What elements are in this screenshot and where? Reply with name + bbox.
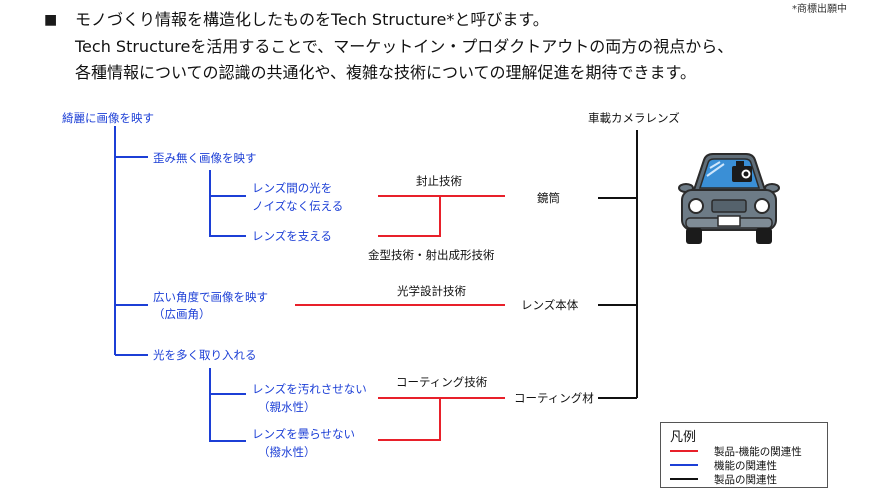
function-no-dirt-2: （親水性） — [258, 400, 316, 414]
function-support-lens: レンズを支える — [252, 229, 332, 243]
legend-item-label: 機能の関連性 — [714, 460, 777, 472]
function-no-distortion: 歪み無く画像を映す — [153, 151, 257, 165]
function-take-light: 光を多く取り入れる — [153, 348, 257, 362]
tech-sealing: 封止技術 — [416, 174, 462, 188]
tech-coating: コーティング技術 — [396, 375, 488, 389]
legend-swatch-black — [670, 478, 698, 480]
legend: 凡例 製品-機能の関連性 機能の関連性 製品の関連性 — [660, 422, 828, 488]
intro-line-2: Tech Structureを活用することで、マーケットイン・プロダクトアウトの… — [75, 37, 734, 56]
function-no-dirt-1: レンズを汚れさせない — [252, 382, 367, 396]
car-with-camera-icon — [678, 153, 780, 244]
legend-swatch-red — [670, 450, 698, 452]
legend-item-function: 機能の関連性 — [670, 458, 820, 472]
product-hierarchy-lines — [598, 130, 638, 399]
legend-item-product: 製品の関連性 — [670, 472, 820, 486]
function-no-fog-1: レンズを曇らせない — [252, 427, 356, 441]
function-root: 綺麗に画像を映す — [62, 111, 154, 125]
function-wide-angle-2: （広画角） — [153, 307, 211, 321]
tech-mold-injection: 金型技術・射出成形技術 — [368, 248, 495, 262]
function-transmit-light-1: レンズ間の光を — [252, 181, 333, 195]
product-lens-body: レンズ本体 — [521, 298, 579, 312]
trademark-note: *商標出願中 — [792, 4, 847, 15]
function-hierarchy-lines — [114, 126, 246, 442]
function-transmit-light-2: ノイズなく伝える — [252, 199, 344, 213]
intro-line-3: 各種情報についての認識の共通化や、複雑な技術についての理解促進を期待できます。 — [75, 63, 696, 82]
legend-item-label: 製品の関連性 — [714, 474, 777, 486]
intro-line-1: モノづくり情報を構造化したものをTech Structure*と呼びます。 — [75, 10, 549, 29]
legend-title: 凡例 — [670, 430, 697, 445]
product-barrel: 鏡筒 — [537, 191, 560, 205]
product-function-lines — [295, 195, 505, 441]
function-wide-angle-1: 広い角度で画像を映す — [153, 290, 268, 304]
legend-swatch-blue — [670, 464, 698, 466]
tech-optical-design: 光学設計技術 — [397, 284, 466, 298]
bullet-square: ■ — [44, 12, 58, 28]
legend-item-label: 製品-機能の関連性 — [714, 446, 802, 458]
legend-item-product-function: 製品-機能の関連性 — [670, 444, 820, 458]
product-root: 車載カメラレンズ — [588, 111, 680, 125]
function-no-fog-2: （撥水性） — [258, 445, 316, 459]
product-coating-material: コーティング材 — [514, 391, 594, 405]
